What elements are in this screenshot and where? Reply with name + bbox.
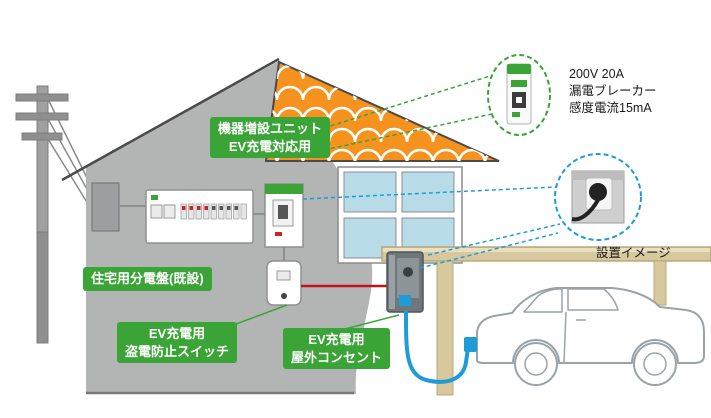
outlet-blue-cover [399,295,411,306]
car-door-line [563,311,567,363]
label-distribution-board-line1: 住宅用分電盤(既設) [91,271,204,286]
label-outdoor-outlet-line2: 屋外コンセント [291,349,383,365]
breaker-callout [487,54,551,136]
anti-theft-switch-box [266,260,302,306]
meter-box [91,182,120,232]
label-outdoor-outlet-line1: EV充電用 [308,332,365,347]
note-breaker-spec-line2: 漏電ブレーカー [569,83,657,98]
label-expansion-unit-line2: EV充電対応用 [228,138,312,154]
charging-outlet-box [386,251,424,313]
wiring-conduits [119,205,285,261]
photo-cable [571,198,600,222]
outlet-photo [571,170,625,224]
label-distribution-board: 住宅用分電盤(既設) [83,267,212,291]
callout-lines-blue [302,186,561,269]
note-installation-image-text: 設置イメージ [596,246,671,260]
label-expansion-unit: 機器増設ユニット EV充電対応用 [210,117,331,159]
breaker-row [180,203,247,220]
expansion-unit [264,183,304,248]
charging-cable [404,310,477,384]
note-installation-image: 設置イメージ [596,245,671,262]
distribution-board [145,189,254,244]
car-front-window [523,288,563,313]
label-anti-theft-switch-line1: EV充電用 [148,326,206,341]
label-anti-theft-switch-line2: 盗電防止スイッチ [125,343,230,359]
car-rear-window [567,288,619,311]
badge-leader-lines [235,304,400,331]
note-breaker-spec-line1: 200V 20A [569,67,624,81]
utility-pole [15,85,69,344]
label-anti-theft-switch: EV充電用 盗電防止スイッチ [117,322,238,364]
carport-post-front [436,260,454,396]
callout-lines-green [323,75,493,151]
carport-post-rear [653,260,667,306]
roof-left-edge [61,57,280,182]
label-expansion-unit-line1: 機器増設ユニット [218,121,323,136]
photo-plug [589,183,607,201]
label-outdoor-outlet: EV充電用 屋外コンセント [283,328,391,370]
car [476,287,705,386]
outlet-photo-callout [554,153,642,241]
breaker-device [506,63,532,125]
charge-plug [464,337,477,352]
note-breaker-spec-line3: 感度電流15mA [569,100,652,115]
window-pane [343,171,397,213]
note-breaker-spec: 200V 20A 漏電ブレーカー 感度電流15mA [569,66,657,117]
outlet-socket [403,267,413,277]
